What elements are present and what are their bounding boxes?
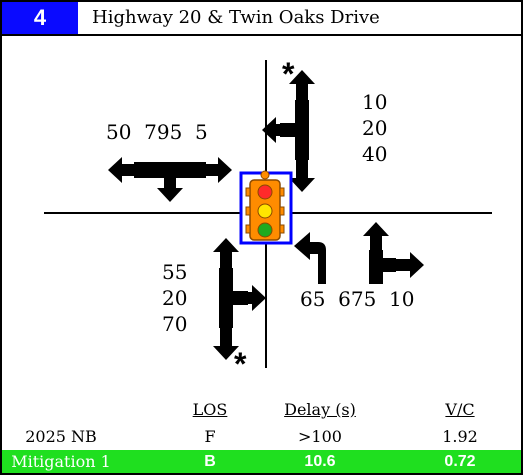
delay-value: >100 — [298, 427, 342, 446]
signal-yellow-lamp — [257, 203, 273, 219]
eastbound-volume-right: 70 — [162, 312, 188, 336]
bottom-asterisk-marker: * — [234, 346, 247, 382]
eastbound-volume-left: 55 — [162, 260, 188, 284]
table-row: Mitigation 1 B 10.6 0.72 — [2, 450, 521, 473]
westbound-volume-through: 20 — [362, 116, 388, 140]
delay-value: 10.6 — [304, 453, 336, 470]
turn-arrow-icon — [294, 232, 326, 284]
turn-arrow-icon — [108, 157, 232, 202]
northbound-through-right-arrow — [363, 222, 424, 284]
traffic-signal-icon — [239, 170, 293, 245]
westbound-volume-left: 40 — [362, 142, 388, 166]
vc-column-header: V/C — [445, 400, 475, 419]
eastbound-volume-through: 20 — [162, 286, 188, 310]
row-label: 2025 NB — [25, 427, 97, 446]
southbound-volumes: 50 795 5 — [106, 120, 208, 144]
signal-green-lamp — [257, 222, 273, 238]
northbound-left-arrow — [294, 232, 326, 284]
row-label: Mitigation 1 — [11, 452, 111, 471]
turn-arrow-icon — [262, 70, 315, 192]
delay-column-header: Delay (s) — [284, 400, 356, 419]
intersection-number-badge: 4 — [2, 2, 78, 34]
los-value: F — [204, 427, 216, 446]
signal-red-lamp — [257, 184, 273, 200]
los-column-header: LOS — [192, 400, 228, 419]
los-value: B — [204, 453, 216, 470]
intersection-title: Highway 20 & Twin Oaks Drive — [92, 7, 380, 28]
northbound-volumes: 65 675 10 — [300, 287, 415, 311]
westbound-lane-arrows — [262, 70, 315, 192]
eastbound-lane-arrows — [213, 238, 266, 360]
turn-arrow-icon — [213, 238, 266, 360]
top-asterisk-marker: * — [282, 56, 295, 92]
southbound-lane-arrows — [108, 157, 232, 202]
intersection-diagram — [44, 60, 492, 368]
turn-arrow-icon — [363, 222, 424, 284]
vc-value: 0.72 — [444, 453, 476, 470]
panel-header: 4 Highway 20 & Twin Oaks Drive — [2, 2, 521, 36]
westbound-volume-right: 10 — [362, 90, 388, 114]
vc-value: 1.92 — [442, 427, 478, 446]
